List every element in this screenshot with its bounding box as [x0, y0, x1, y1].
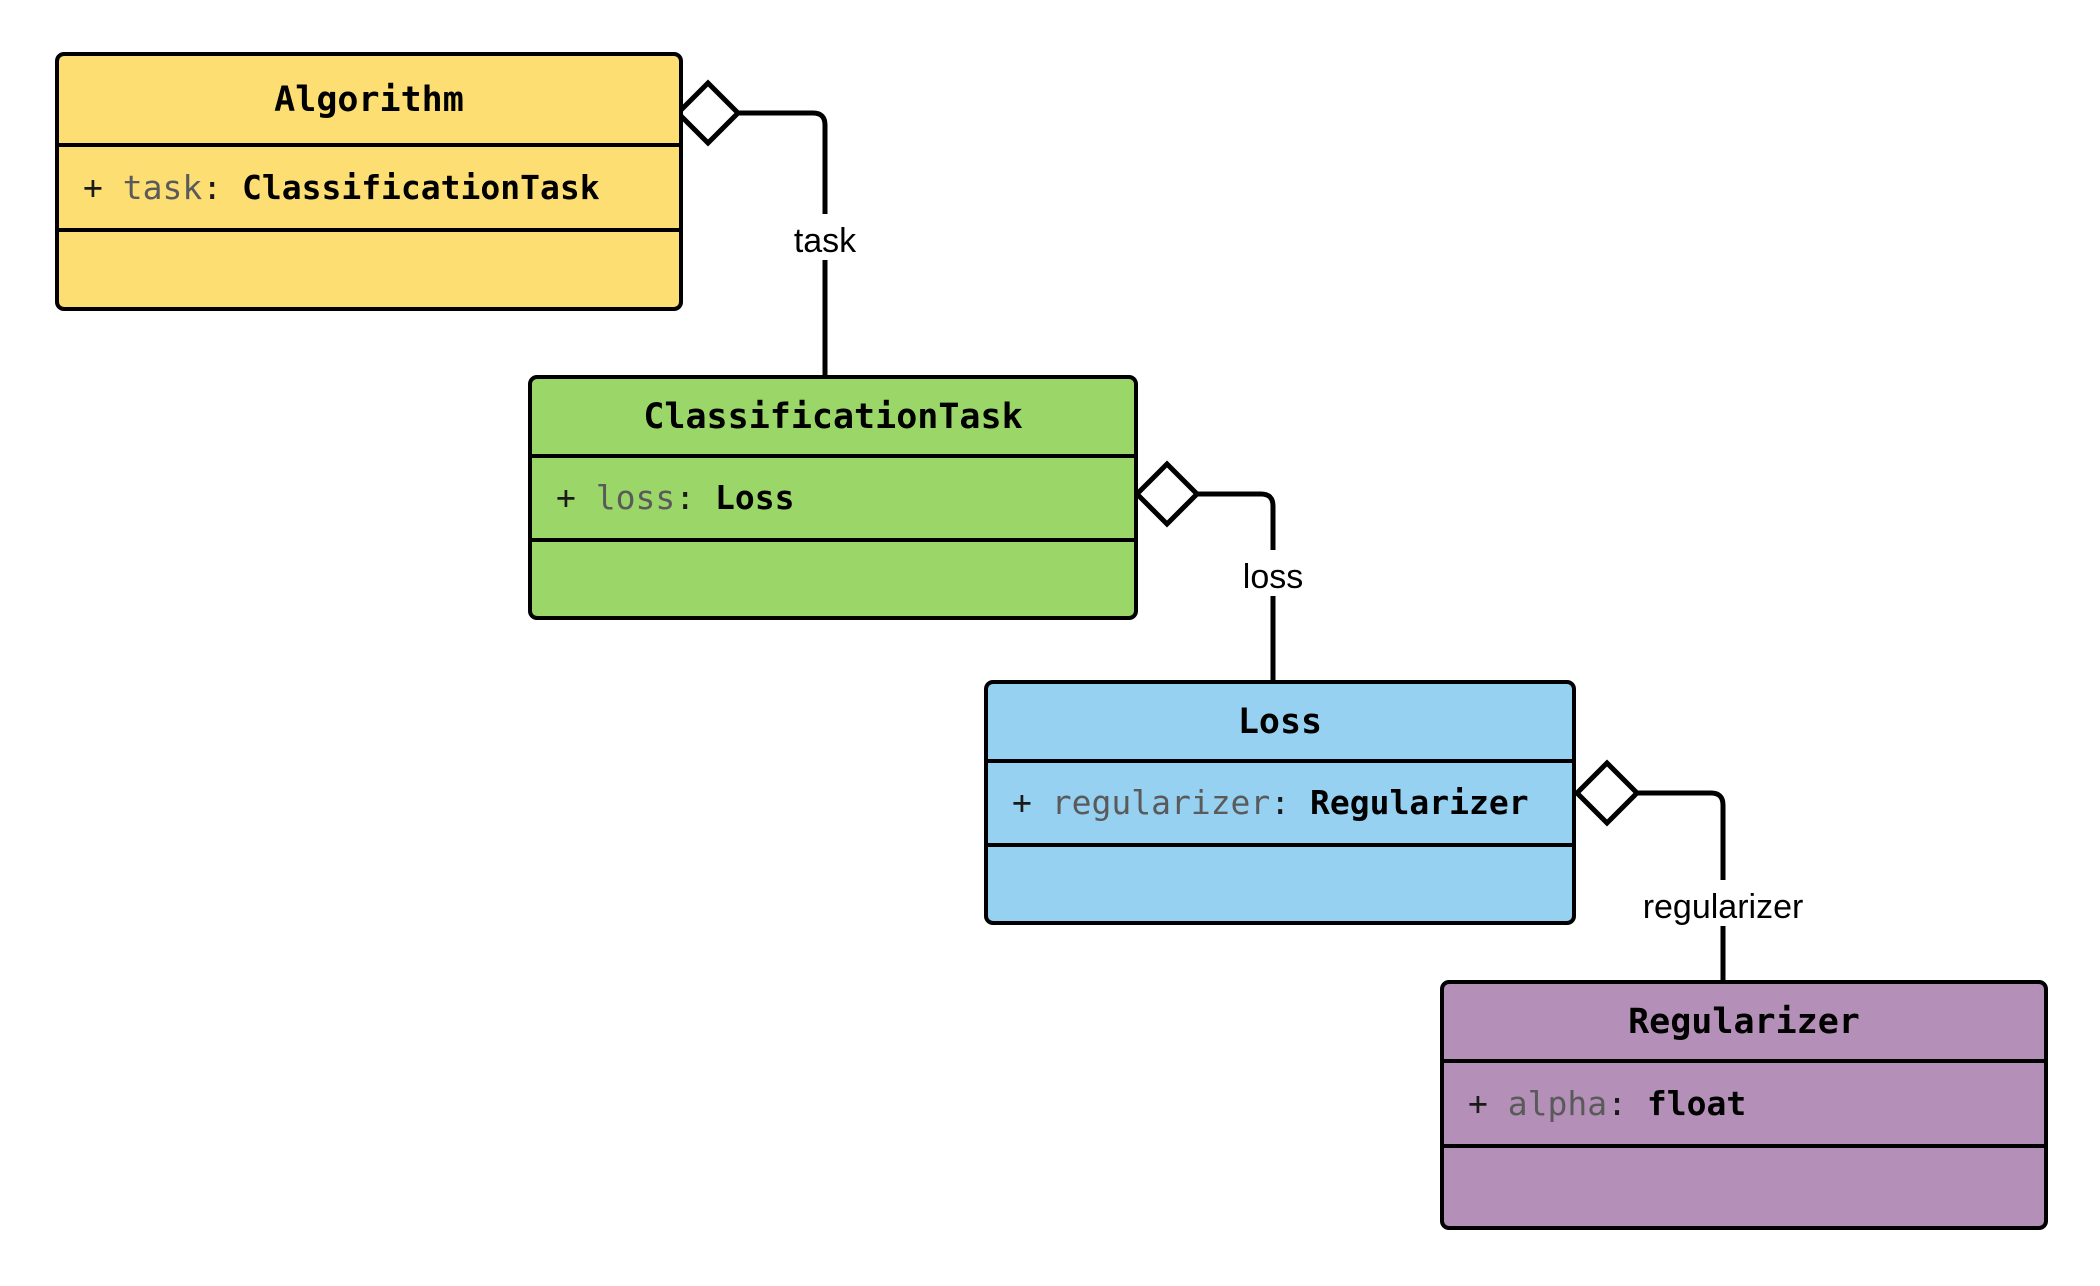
uml-class-classificationtask[interactable]: ClassificationTask + loss: Loss	[528, 375, 1138, 620]
attribute-row: + alpha: float	[1468, 1083, 2044, 1123]
class-name-classificationtask: ClassificationTask	[532, 379, 1134, 458]
aggregation-edge-loss[interactable]: loss	[1133, 460, 1313, 680]
edge-label-backdrop	[778, 214, 872, 260]
class-name-algorithm: Algorithm	[59, 56, 679, 147]
methods-compartment-loss	[988, 847, 1572, 921]
aggregation-diamond-icon	[1133, 460, 1201, 528]
uml-class-regularizer[interactable]: Regularizer + alpha: float	[1440, 980, 2048, 1230]
attribute-name: alpha	[1507, 1083, 1608, 1123]
methods-compartment-algorithm	[59, 232, 679, 307]
attribute-visibility: +	[83, 167, 103, 207]
edge-label-loss: loss	[1243, 558, 1303, 596]
attribute-colon: :	[1270, 783, 1291, 823]
attribute-type: ClassificationTask	[241, 167, 600, 207]
edge-line	[1637, 790, 1726, 980]
uml-class-algorithm[interactable]: Algorithm + task: ClassificationTask	[55, 52, 683, 311]
edge-label-backdrop	[1233, 550, 1313, 596]
attribute-type: float	[1646, 1083, 1747, 1123]
attribute-name: loss	[595, 478, 676, 518]
aggregation-diamond-icon	[674, 79, 742, 147]
attribute-name: regularizer	[1051, 783, 1271, 823]
edge-label-task: task	[794, 222, 857, 260]
attribute-name: task	[122, 167, 203, 207]
edge-line	[738, 110, 828, 375]
attribute-visibility: +	[556, 478, 576, 518]
class-name-regularizer: Regularizer	[1444, 984, 2044, 1063]
attribute-type: Regularizer	[1310, 783, 1529, 823]
attribute-visibility: +	[1468, 1083, 1488, 1123]
methods-compartment-classificationtask	[532, 542, 1134, 616]
attribute-row: + loss: Loss	[556, 479, 1134, 517]
attribute-row: + regularizer: Regularizer	[1012, 784, 1572, 822]
attributes-compartment-classificationtask: + loss: Loss	[532, 458, 1134, 542]
aggregation-edge-task[interactable]: task	[674, 79, 872, 375]
methods-compartment-regularizer	[1444, 1148, 2044, 1226]
uml-class-loss[interactable]: Loss + regularizer: Regularizer	[984, 680, 1576, 925]
attributes-compartment-loss: + regularizer: Regularizer	[988, 763, 1572, 847]
attribute-colon: :	[675, 478, 696, 518]
attribute-row: + task: ClassificationTask	[83, 167, 679, 207]
attributes-compartment-algorithm: + task: ClassificationTask	[59, 147, 679, 232]
attribute-colon: :	[202, 167, 223, 207]
aggregation-diamond-icon	[1573, 759, 1641, 827]
attribute-visibility: +	[1012, 783, 1032, 823]
edge-line	[1197, 491, 1276, 680]
attributes-compartment-regularizer: + alpha: float	[1444, 1063, 2044, 1148]
edge-label-backdrop	[1615, 880, 1831, 926]
attribute-type: Loss	[714, 478, 795, 518]
attribute-colon: :	[1607, 1083, 1627, 1123]
edge-label-regularizer: regularizer	[1643, 888, 1804, 926]
aggregation-edge-regularizer[interactable]: regularizer	[1573, 759, 1831, 980]
class-name-loss: Loss	[988, 684, 1572, 763]
